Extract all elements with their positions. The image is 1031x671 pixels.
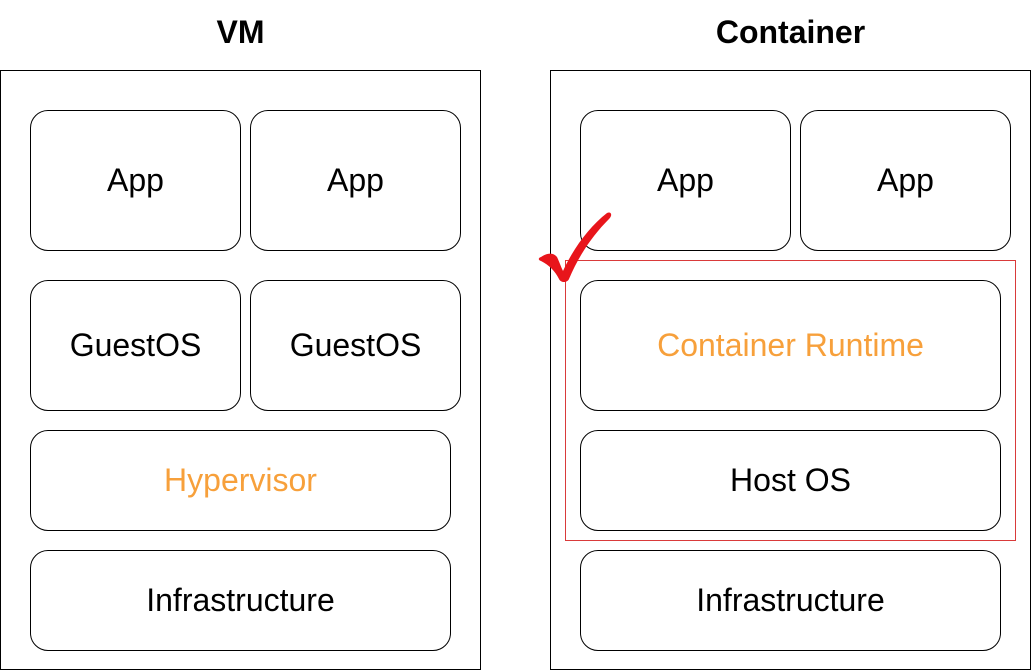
vm-app-box-1: App [30, 110, 241, 251]
vm-infrastructure-box: Infrastructure [30, 550, 451, 651]
container-app-box-2: App [800, 110, 1011, 251]
check-mark-icon [538, 212, 612, 282]
vm-hypervisor-box: Hypervisor [30, 430, 451, 531]
container-app-box-1: App [580, 110, 791, 251]
container-infrastructure-box: Infrastructure [580, 550, 1001, 651]
highlight-frame [565, 260, 1016, 541]
vm-app-box-2: App [250, 110, 461, 251]
vm-guestos-box-2: GuestOS [250, 280, 461, 411]
vm-title: VM [216, 14, 265, 50]
container-runtime-box: Container Runtime [580, 280, 1001, 411]
host-os-box: Host OS [580, 430, 1001, 531]
container-title: Container [715, 14, 866, 50]
vm-guestos-box-1: GuestOS [30, 280, 241, 411]
